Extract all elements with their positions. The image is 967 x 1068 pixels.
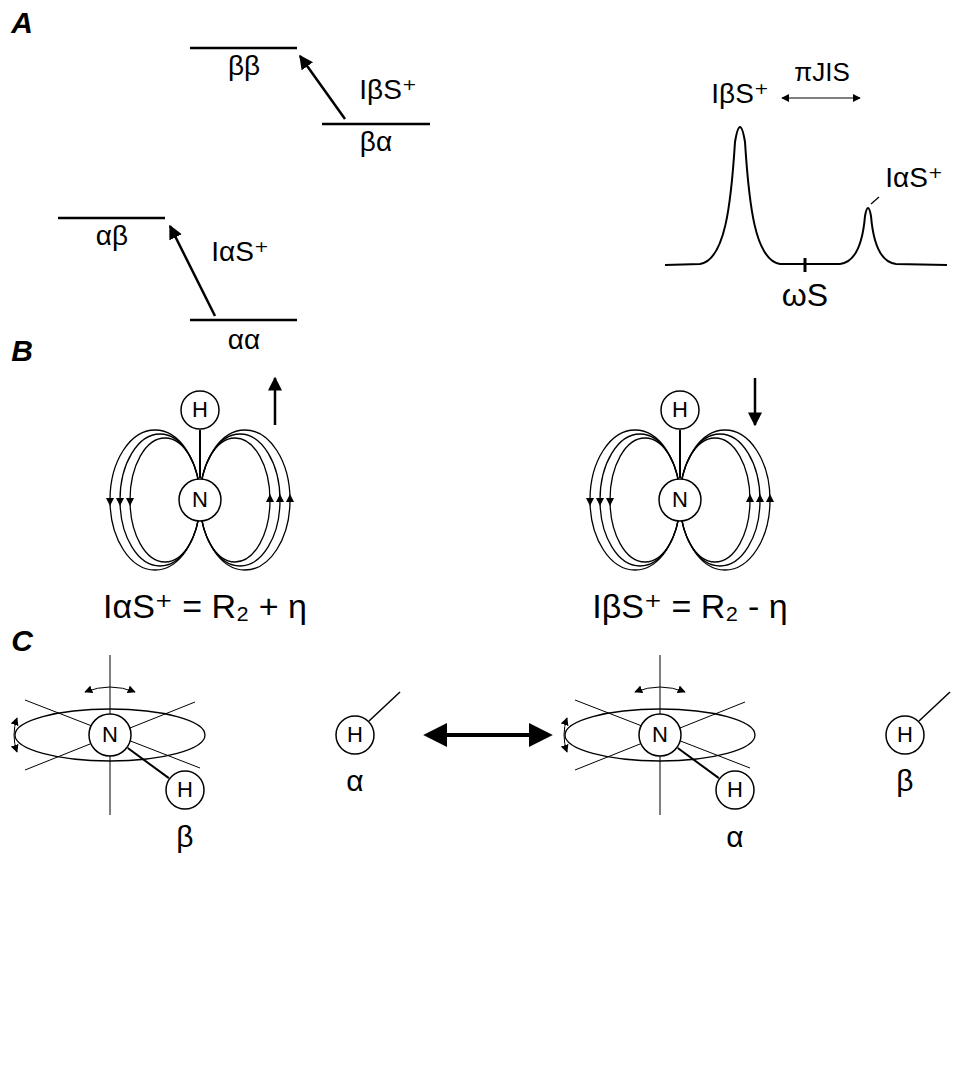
atom-circle: N: [638, 713, 682, 757]
spin-state-label: αβ: [96, 221, 128, 252]
atom-outline-circle: [181, 391, 219, 429]
bond-line: [128, 748, 169, 778]
energy-level: [190, 47, 297, 50]
spin-arrow: [274, 378, 277, 425]
energy-level: [58, 217, 165, 220]
atom-symbol: N: [652, 724, 668, 746]
atom-circle: H: [715, 770, 755, 810]
atom-symbol: H: [672, 399, 688, 421]
panel-letter: B: [11, 334, 33, 367]
axis-line: [25, 702, 195, 770]
peak-label: IβS⁺: [711, 79, 768, 110]
atom-circle: N: [658, 478, 702, 522]
frequency-label: ωS: [782, 278, 828, 313]
atom-outline-circle: [89, 714, 131, 756]
rotation-arrow: [14, 718, 17, 752]
spin-state-label: βα: [360, 127, 392, 158]
spin-state-label: αα: [228, 325, 260, 356]
spin-state-label: β: [176, 820, 193, 853]
transition-arrow: [170, 226, 215, 316]
bond-line: [678, 748, 719, 778]
atom-symbol: N: [192, 489, 208, 511]
rotation-arrow: [85, 687, 135, 692]
atom-outline-circle: [716, 771, 754, 809]
panel-letter: A: [11, 6, 33, 39]
atom-symbol: N: [672, 489, 688, 511]
rotation-ellipse: [15, 709, 205, 761]
atom-symbol: H: [897, 724, 913, 746]
spin-arrow: [754, 378, 757, 425]
atom-outline-circle: [659, 479, 701, 521]
bond-line: [199, 430, 201, 478]
atom-outline-circle: [166, 771, 204, 809]
atom-circle: H: [885, 715, 925, 755]
field-arrowhead: [106, 498, 114, 506]
bond-stub: [369, 692, 400, 721]
atom-circle: H: [180, 390, 220, 430]
panel-letter: C: [11, 624, 33, 657]
atom-circle: N: [178, 478, 222, 522]
transition-label: IβS⁺: [359, 75, 416, 106]
field-arrowhead: [746, 494, 754, 502]
field-arrowhead: [586, 498, 594, 506]
field-arrowhead: [606, 498, 614, 506]
atom-outline-circle: [661, 391, 699, 429]
coupling-arrow: [782, 97, 860, 98]
frequency-tick: [804, 258, 807, 272]
transition-label: IαS⁺: [211, 237, 268, 268]
atom-outline-circle: [179, 479, 221, 521]
atom-outline-circle: [886, 716, 924, 754]
bond-stub: [919, 692, 950, 721]
field-arrowhead: [116, 498, 124, 506]
spin-state-label: α: [726, 820, 743, 853]
field-arrowhead: [756, 494, 764, 502]
energy-level: [322, 123, 430, 126]
rotation-ellipse: [565, 709, 755, 761]
atom-symbol: N: [102, 724, 118, 746]
atom-symbol: H: [347, 724, 363, 746]
transition-arrow: [300, 56, 345, 119]
atom-circle: H: [335, 715, 375, 755]
field-arrowhead: [286, 494, 294, 502]
spin-state-label: α: [346, 764, 363, 797]
atom-circle: H: [660, 390, 700, 430]
field-arrowhead: [276, 494, 284, 502]
leader-line: [871, 197, 879, 204]
field-arrowhead: [766, 494, 774, 502]
field-arrowhead: [596, 498, 604, 506]
spin-state-label: ββ: [228, 51, 260, 82]
field-arrowhead: [266, 494, 274, 502]
rotation-arrow: [635, 687, 685, 692]
atom-outline-circle: [336, 716, 374, 754]
rotation-arrow: [564, 718, 567, 752]
energy-level: [190, 319, 297, 322]
atom-circle: H: [165, 770, 205, 810]
field-arrowhead: [126, 498, 134, 506]
spectrum-trace: [665, 127, 947, 265]
relaxation-equation: IαS⁺ = R₂ + η: [103, 588, 307, 625]
axis-line: [575, 702, 745, 770]
atom-outline-circle: [639, 714, 681, 756]
relaxation-equation: IβS⁺ = R₂ - η: [592, 588, 787, 625]
atom-symbol: H: [192, 399, 208, 421]
exchange-arrow: [428, 733, 548, 737]
atom-circle: N: [88, 713, 132, 757]
atom-symbol: H: [727, 779, 743, 801]
atom-symbol: H: [177, 779, 193, 801]
spin-state-label: β: [896, 764, 913, 797]
coupling-label: πJIS: [794, 58, 850, 87]
bond-line: [679, 430, 681, 478]
peak-label: IαS⁺: [885, 163, 942, 194]
